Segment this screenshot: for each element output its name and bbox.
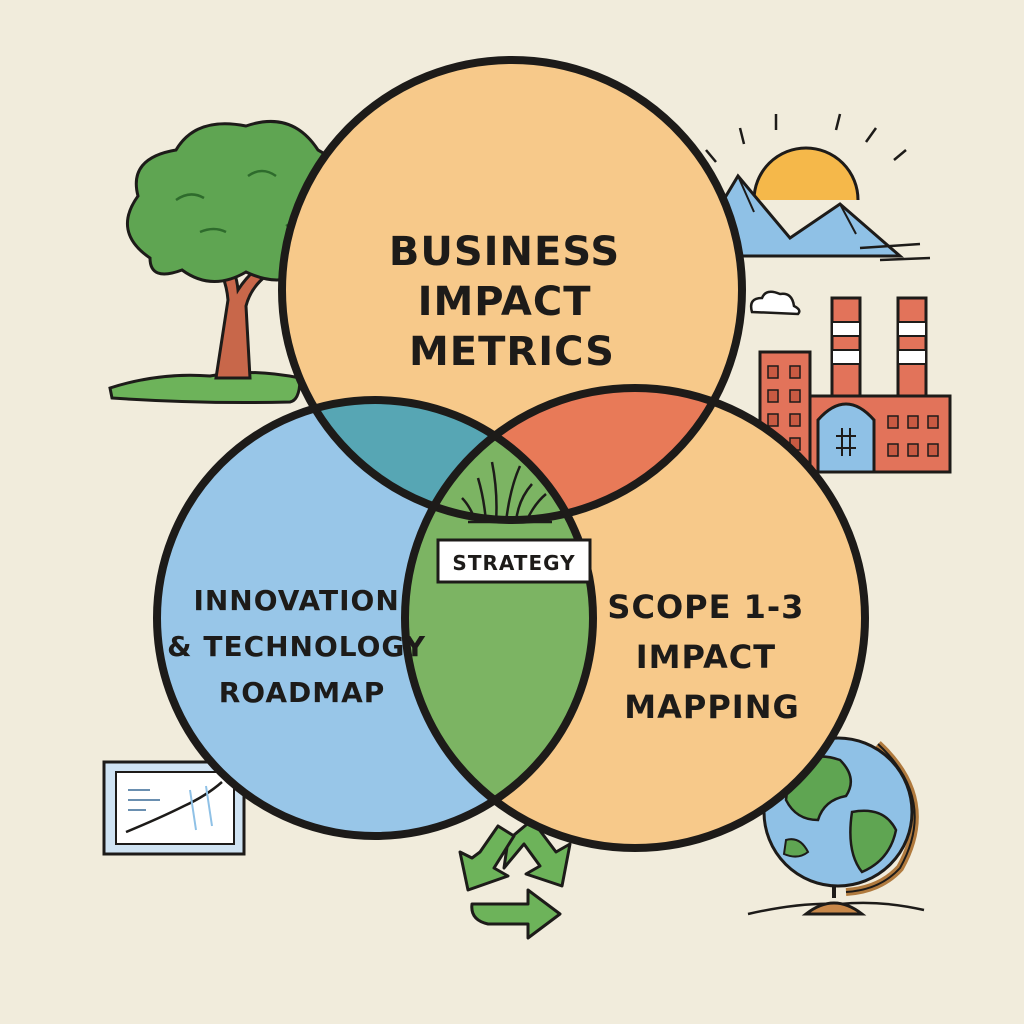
factory-icon: [758, 296, 952, 474]
center-label-text: STRATEGY: [452, 551, 575, 575]
grass-icon: [461, 461, 552, 524]
label-scope-impact-mapping: SCOPE 1-3 IMPACT MAPPING: [607, 588, 816, 726]
center-label: STRATEGY: [436, 538, 592, 584]
label-innovation-technology-roadmap: INNOVATION & TECHNOLOGY ROADMAP: [167, 584, 437, 709]
recycle-icon: [458, 818, 572, 940]
label-business-impact-metrics: BUSINESS IMPACT METRICS: [389, 229, 635, 375]
cloud-icon: [749, 290, 801, 316]
chart-board-icon: [102, 760, 246, 856]
mountain-sun-icon: [687, 113, 931, 262]
